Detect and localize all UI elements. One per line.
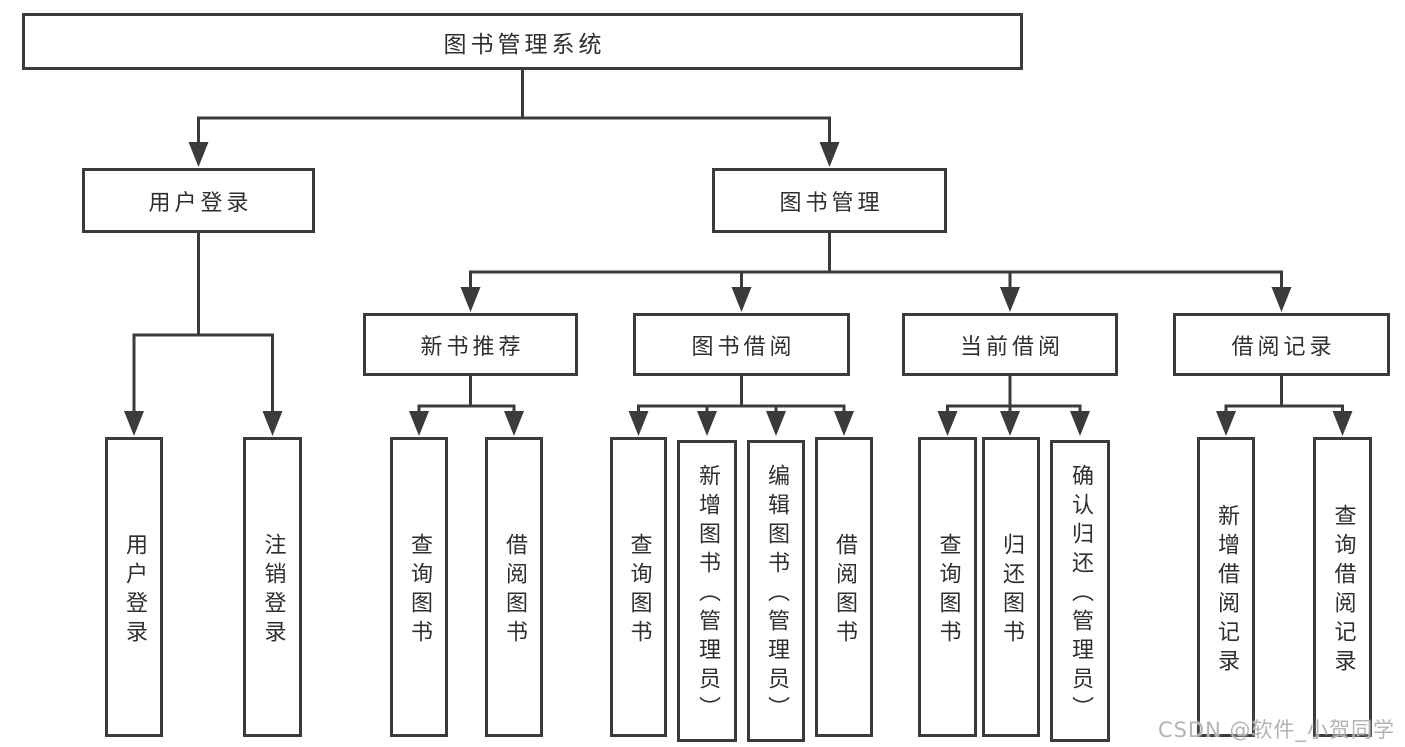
node-new-book-recommend: 新书推荐	[363, 313, 578, 376]
leaf-borrow-book-recommend-label: 借阅图书	[502, 532, 527, 649]
leaf-query-book-recommend: 查询图书	[390, 437, 448, 737]
watermark: CSDN @软件_小贺同学	[1157, 718, 1395, 742]
wire-root-to-level2	[188, 70, 840, 167]
node-book-management-label: 图书管理	[779, 190, 884, 216]
leaf-query-book-current-label: 查询图书	[935, 532, 961, 649]
node-new-book-recommend-label: 新书推荐	[420, 334, 525, 360]
leaf-query-book-recommend-label: 查询图书	[407, 532, 432, 649]
wire-user-login-children	[124, 233, 283, 436]
leaf-confirm-return-admin: 确认归还（管理员）	[1050, 440, 1110, 742]
node-borrowing-records-label: 借阅记录	[1231, 334, 1336, 360]
wire-book-borrowing-children	[628, 376, 854, 436]
node-root: 图书管理系统	[22, 13, 1023, 70]
leaf-return-book: 归还图书	[982, 437, 1040, 737]
leaf-user-login: 用户登录	[105, 437, 163, 737]
wire-new-book-children	[409, 376, 524, 436]
leaf-borrow-book-borrowing-label: 借阅图书	[832, 532, 857, 649]
leaf-query-borrow-record-label: 查询借阅记录	[1330, 503, 1356, 678]
node-book-management: 图书管理	[712, 168, 947, 233]
leaf-edit-book-admin: 编辑图书（管理员）	[747, 440, 805, 742]
leaf-add-book-admin-label: 新增图书（管理员）	[695, 464, 720, 725]
node-book-borrowing: 图书借阅	[633, 313, 850, 376]
leaf-edit-book-admin-label: 编辑图书（管理员）	[764, 464, 789, 725]
leaf-user-login-label: 用户登录	[122, 532, 147, 649]
wire-borrowing-records-children	[1216, 376, 1353, 436]
node-book-borrowing-label: 图书借阅	[691, 334, 796, 360]
node-current-borrowing: 当前借阅	[902, 313, 1118, 376]
leaf-logout: 注销登录	[243, 437, 302, 737]
node-current-borrowing-label: 当前借阅	[959, 334, 1064, 360]
leaf-query-book-current: 查询图书	[918, 437, 977, 737]
node-user-login: 用户登录	[82, 168, 315, 233]
leaf-query-borrow-record: 查询借阅记录	[1313, 437, 1372, 737]
wire-current-borrowing-children	[937, 376, 1090, 436]
leaf-add-borrow-record-label: 新增借阅记录	[1214, 503, 1239, 678]
leaf-add-book-admin: 新增图书（管理员）	[677, 440, 737, 742]
leaf-borrow-book-borrowing: 借阅图书	[815, 437, 873, 737]
wire-book-management-children	[460, 233, 1292, 312]
leaf-add-borrow-record: 新增借阅记录	[1197, 437, 1255, 737]
leaf-query-book-borrowing: 查询图书	[610, 437, 667, 737]
node-borrowing-records: 借阅记录	[1173, 313, 1390, 376]
node-root-label: 图书管理系统	[443, 31, 606, 58]
leaf-return-book-label: 归还图书	[999, 532, 1024, 649]
leaf-confirm-return-admin-label: 确认归还（管理员）	[1068, 464, 1093, 725]
leaf-logout-label: 注销登录	[260, 532, 286, 649]
node-user-login-label: 用户登录	[148, 190, 253, 216]
leaf-borrow-book-recommend: 借阅图书	[485, 437, 543, 737]
leaf-query-book-borrowing-label: 查询图书	[626, 532, 652, 649]
